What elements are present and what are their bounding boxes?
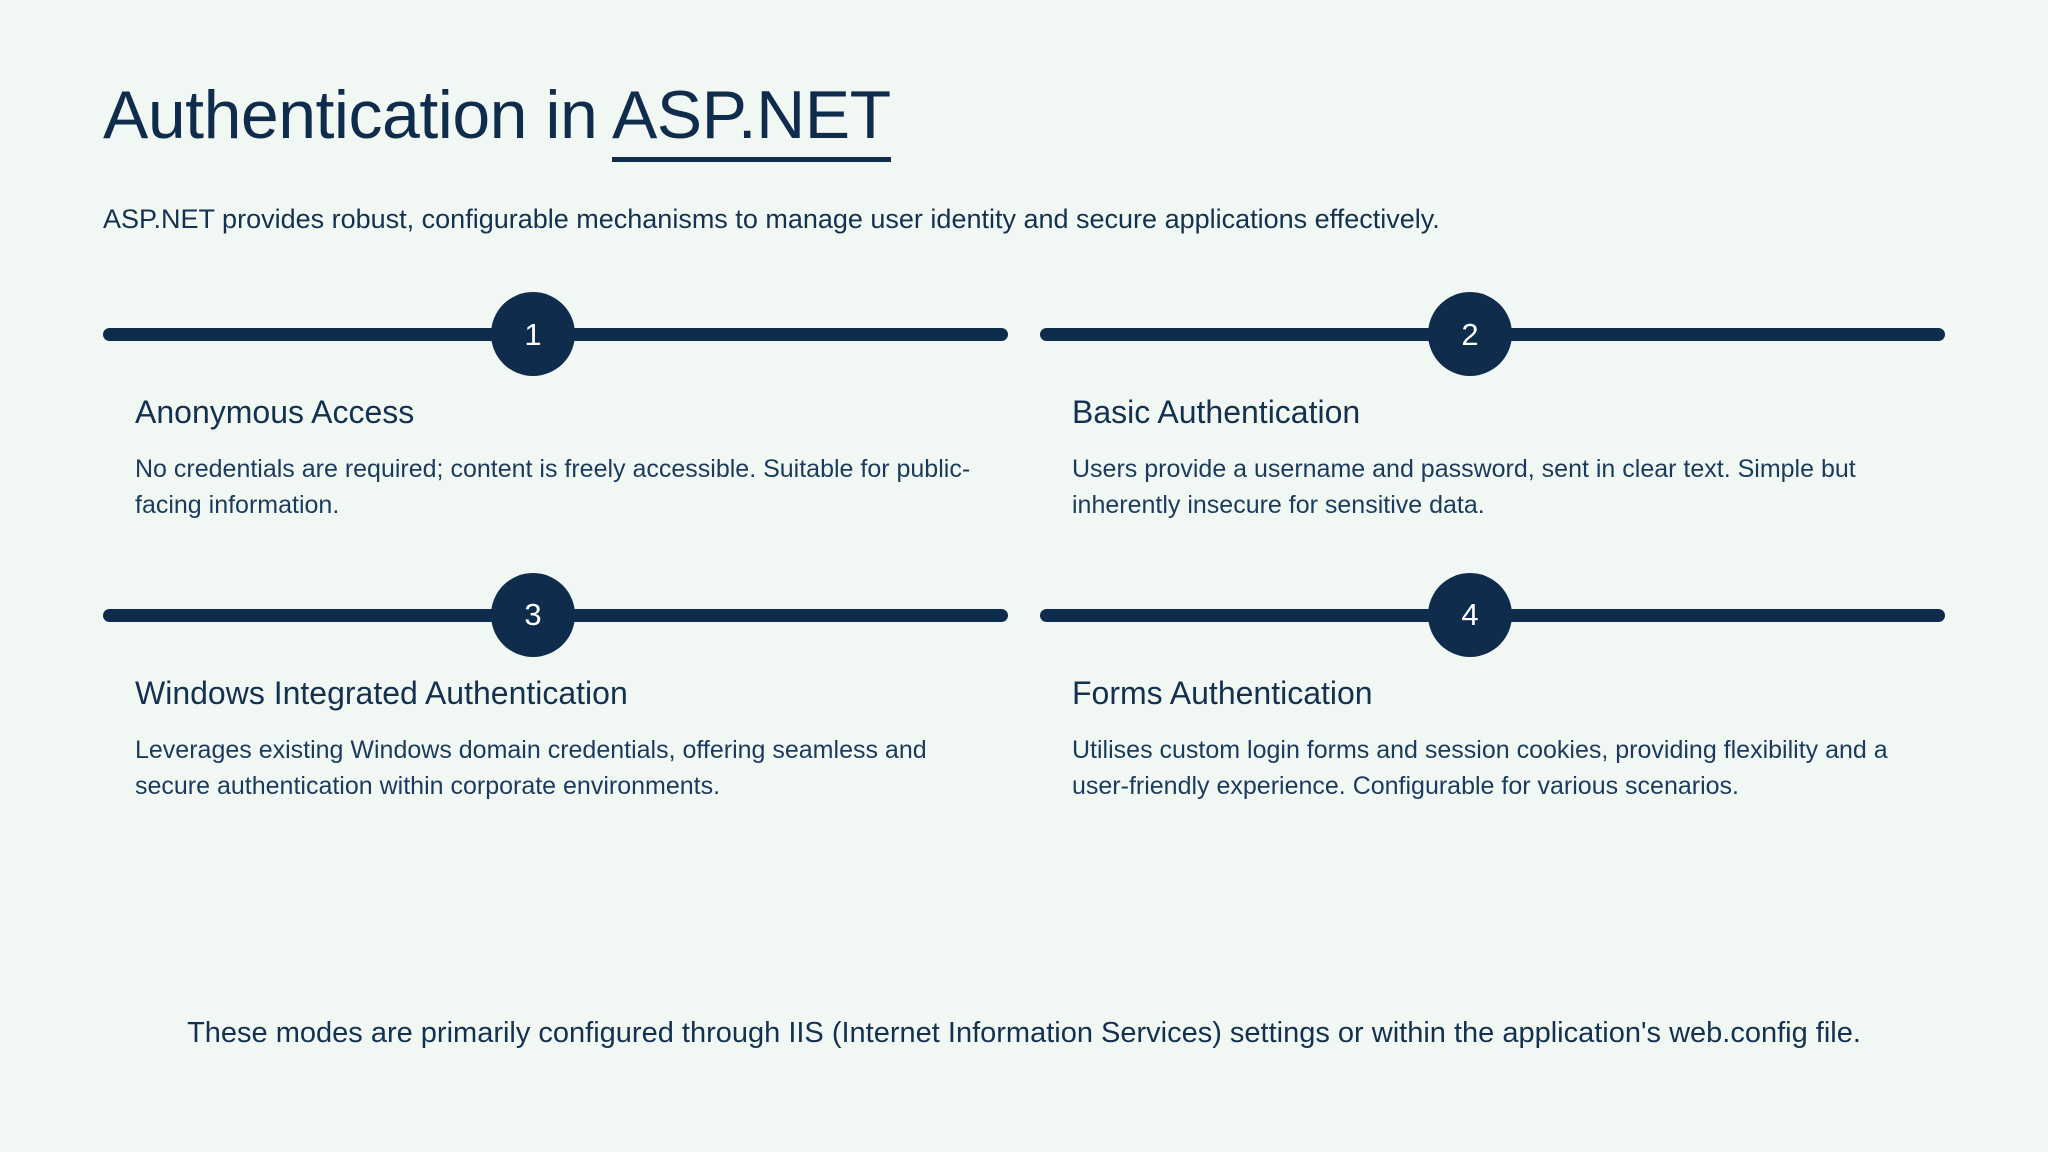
step-marker-2: 2: [1040, 279, 1945, 389]
step-marker-1: 1: [103, 279, 1008, 389]
step-item-1: 1 Anonymous Access No credentials are re…: [103, 279, 1008, 524]
step-title-1: Anonymous Access: [135, 394, 415, 431]
step-number-badge-3: 3: [491, 572, 575, 657]
step-item-2: 2 Basic Authentication Users provide a u…: [1040, 279, 1945, 524]
page-subtitle: ASP.NET provides robust, configurable me…: [103, 204, 1440, 235]
step-marker-4: 4: [1040, 560, 1945, 670]
step-description-4: Utilises custom login forms and session …: [1072, 735, 1888, 800]
step-title-3: Windows Integrated Authentication: [135, 674, 628, 711]
step-description-1: No credentials are required; content is …: [135, 455, 971, 520]
step-number-badge-4: 4: [1428, 572, 1512, 657]
step-marker-3: 3: [103, 560, 1008, 670]
page-title-plain: Authentication in: [103, 77, 612, 153]
step-description-2: Users provide a username and password, s…: [1072, 455, 1856, 520]
footer-note: These modes are primarily configured thr…: [187, 1017, 1861, 1049]
step-title-2: Basic Authentication: [1072, 394, 1361, 431]
step-number-badge-2: 2: [1428, 292, 1512, 377]
step-number-badge-1: 1: [491, 292, 575, 377]
step-item-3: 3 Windows Integrated Authentication Leve…: [103, 560, 1008, 805]
step-item-4: 4 Forms Authentication Utilises custom l…: [1040, 560, 1945, 805]
step-description-3: Leverages existing Windows domain creden…: [135, 735, 927, 800]
page-title-accent: ASP.NET: [611, 77, 891, 162]
step-title-4: Forms Authentication: [1072, 674, 1373, 711]
steps-grid: 1 Anonymous Access No credentials are re…: [103, 279, 1945, 804]
page-title: Authentication in ASP.NET: [103, 0, 1945, 162]
